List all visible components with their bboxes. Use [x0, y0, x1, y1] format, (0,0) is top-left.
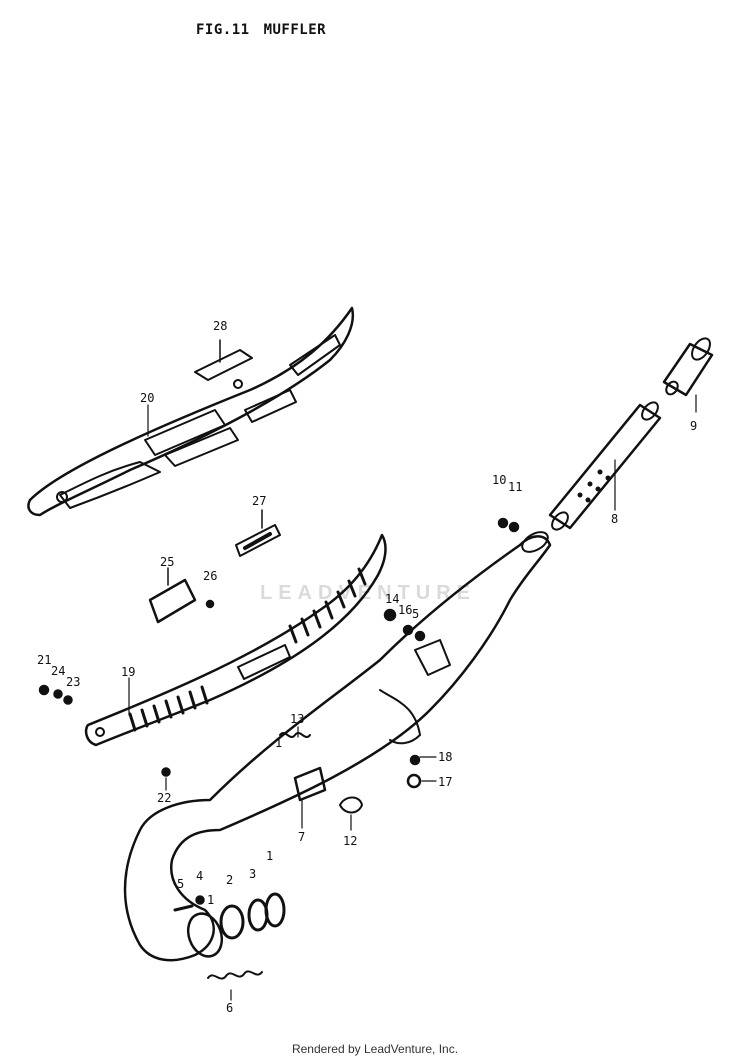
- part-20-heat-shield: [27, 306, 355, 517]
- muffler-body: [123, 531, 552, 962]
- callout-19: 19: [121, 665, 135, 679]
- part-6-spring: [207, 970, 263, 980]
- part-17-bolt: [406, 773, 422, 789]
- part-8-silencer: [548, 401, 662, 531]
- callout-17: 17: [438, 775, 452, 789]
- part-24-washer: [53, 689, 63, 699]
- callout-28: 28: [213, 319, 227, 333]
- callout-6: 6: [226, 1001, 233, 1015]
- part-4-nut: [195, 895, 205, 905]
- part-1-ring: [264, 892, 286, 928]
- part-19-lower-heat-shield: [84, 533, 387, 747]
- callout-1: 1: [266, 849, 273, 863]
- figure-title: FIG.11 MUFFLER: [196, 22, 340, 38]
- callout-23: 23: [66, 675, 80, 689]
- part-10-bolt: [497, 517, 509, 529]
- part-25-pad: [148, 567, 197, 624]
- part-2-flange: [219, 904, 245, 940]
- callout-26: 26: [203, 569, 217, 583]
- callout-24: 24: [51, 664, 65, 678]
- part-21-screw: [38, 684, 50, 696]
- part-22-bolt: [161, 767, 171, 777]
- callout-21: 21: [37, 653, 51, 667]
- callout-14: 14: [385, 592, 399, 606]
- part-callouts: 28 20 9 8 10 11 27 25 26 14 16 5 21 24 2…: [37, 319, 697, 1015]
- callout-12: 12: [343, 834, 357, 848]
- callout-4: 4: [196, 869, 203, 883]
- part-18-washer: [409, 754, 421, 766]
- figure-number: FIG.11: [196, 22, 250, 38]
- part-5-stud: [173, 904, 194, 912]
- part-14-bolt: [383, 608, 397, 622]
- part-23-nut: [63, 695, 73, 705]
- callout-25: 25: [160, 555, 174, 569]
- callout-20: 20: [140, 391, 154, 405]
- figure-name: MUFFLER: [263, 22, 327, 38]
- part-26-screw: [205, 599, 215, 609]
- callout-1c: 1: [207, 893, 214, 907]
- callout-22: 22: [157, 791, 171, 805]
- part-11-washer: [508, 521, 520, 533]
- part-3-gasket: [247, 898, 269, 932]
- callout-5: 5: [412, 607, 419, 621]
- callout-13: 13: [290, 712, 304, 726]
- callout-5b: 5: [177, 877, 184, 891]
- part-13-spring: [279, 732, 311, 738]
- callout-9: 9: [690, 419, 697, 433]
- part-28-plate: [194, 339, 253, 381]
- callout-18: 18: [438, 750, 452, 764]
- callout-16: 16: [398, 603, 412, 617]
- part-7-bracket: [293, 766, 327, 802]
- part-12-damper: [339, 796, 363, 814]
- part-15-nut: [414, 630, 426, 642]
- part-9-end-tip: [662, 337, 714, 397]
- callout-2: 2: [226, 873, 233, 887]
- callout-10: 10: [492, 473, 506, 487]
- part-16-washer: [402, 624, 414, 636]
- rendered-by-footer: Rendered by LeadVenture, Inc.: [291, 1042, 459, 1056]
- callout-7: 7: [298, 830, 305, 844]
- callout-1b: 1: [275, 736, 282, 750]
- callout-11: 11: [508, 480, 522, 494]
- part-27-badge: [235, 509, 281, 557]
- callout-8: 8: [611, 512, 618, 526]
- callout-27: 27: [252, 494, 266, 508]
- callout-3: 3: [249, 867, 256, 881]
